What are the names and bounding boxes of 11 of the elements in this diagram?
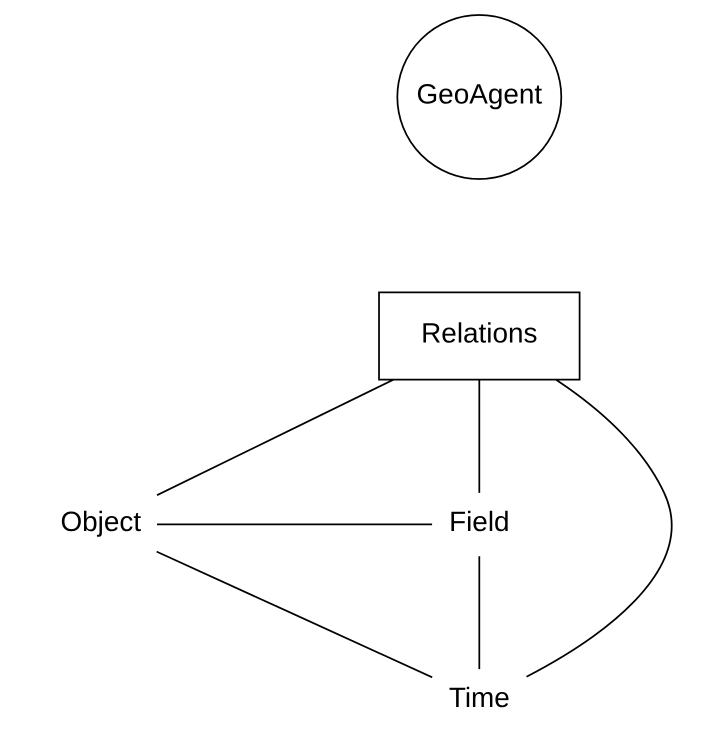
connector [156,550,432,678]
node-box: Relations [378,292,580,380]
connector [526,379,672,678]
connector [156,378,394,496]
node-circle: GeoAgent [396,14,562,180]
connector [156,524,432,526]
connector [478,556,480,670]
node-text: Object [60,506,141,538]
node-text: Time [448,682,510,714]
node-text: Field [448,506,510,538]
connector [478,380,480,493]
